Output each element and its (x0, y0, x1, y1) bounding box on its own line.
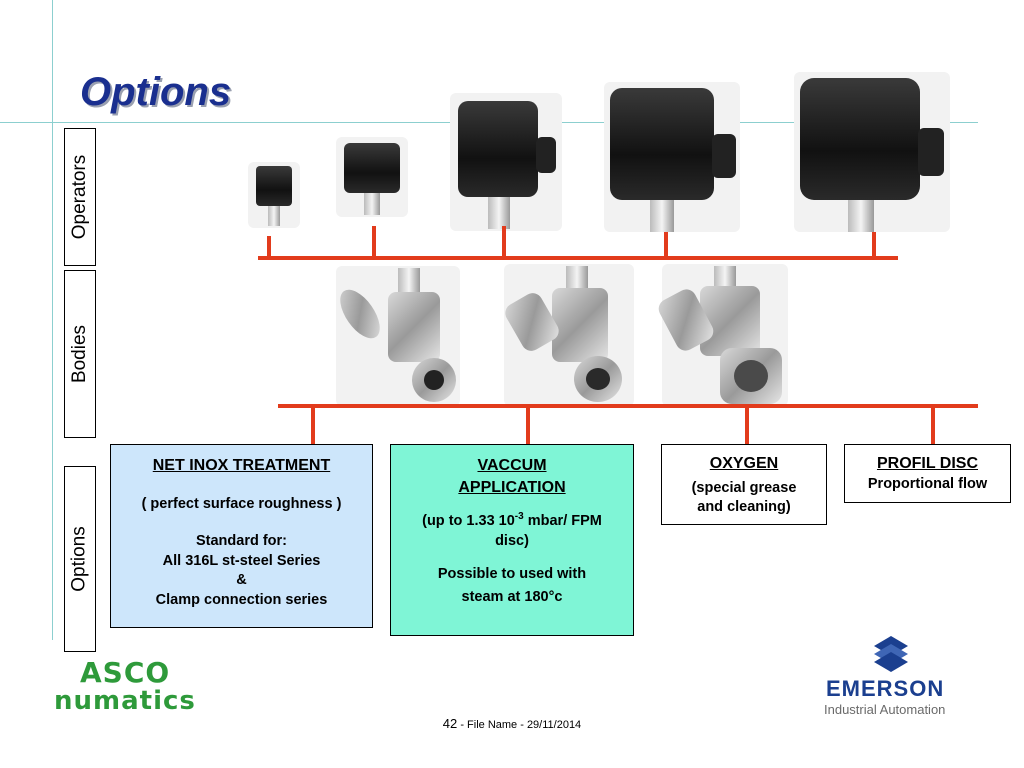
asco-logo-text: ASCO (80, 656, 171, 689)
net-inox-heading: NET INOX TREATMENT (152, 457, 331, 474)
oxygen-line-1: (special grease (691, 479, 797, 496)
body-image-2 (501, 264, 634, 406)
footer-text: - File Name - 29/11/2014 (457, 719, 582, 731)
net-inox-line-2: Standard for: (195, 533, 288, 550)
option-box-profil-disc: PROFIL DISC Proportional flow (844, 444, 1011, 503)
body-image-3 (655, 264, 788, 406)
vaccum-note-line-2: steam at 180°c (461, 588, 563, 605)
option-box-oxygen: OXYGEN (special grease and cleaning) (661, 444, 827, 525)
body-image-1 (332, 266, 460, 406)
vaccum-spec-post: mbar/ FPM (523, 513, 602, 530)
emerson-logo-subtitle: Industrial Automation (824, 702, 946, 717)
net-inox-line-1: ( perfect surface roughness ) (141, 495, 342, 512)
profil-disc-heading: PROFIL DISC (876, 455, 979, 472)
net-inox-line-5: Clamp connection series (155, 591, 328, 608)
profil-disc-line-1: Proportional flow (867, 475, 988, 492)
asco-numatics-logo: ASCO numatics (54, 656, 204, 718)
side-label-operators: Operators (64, 128, 96, 266)
vaccum-spec-exponent: -3 (514, 511, 524, 523)
option-box-net-inox: NET INOX TREATMENT ( perfect surface rou… (110, 444, 373, 628)
side-label-bodies: Bodies (64, 270, 96, 438)
slide-title: Options (80, 70, 232, 114)
footer: 42 - File Name - 29/11/2014 (0, 716, 1024, 731)
side-label-operators-text: Operators (69, 154, 91, 240)
net-inox-line-4: & (236, 572, 247, 589)
operator-image-5 (794, 72, 950, 232)
operator-image-1 (248, 162, 300, 228)
vaccum-spec: (up to 1.33 10-3 mbar/ FPM (391, 510, 633, 531)
vaccum-note-line-1: Possible to used with (437, 566, 587, 583)
side-label-bodies-text: Bodies (69, 324, 91, 384)
oxygen-heading: OXYGEN (709, 455, 779, 472)
operator-image-4 (604, 82, 740, 232)
emerson-logo: EMERSON Industrial Automation (816, 636, 986, 722)
operator-image-2 (336, 137, 408, 217)
guide-line-vertical (52, 0, 53, 640)
vaccum-spec-line-2: disc) (495, 532, 529, 549)
emerson-logo-text: EMERSON (826, 676, 945, 701)
option-box-vaccum: VACCUM APPLICATION (up to 1.33 10-3 mbar… (390, 444, 634, 636)
vaccum-spec-pre: (up to 1.33 10 (422, 513, 515, 530)
operator-image-3 (450, 93, 562, 231)
vaccum-heading-line-1: VACCUM (477, 457, 547, 474)
side-label-options-text: Options (69, 526, 91, 592)
vaccum-heading-line-2: APPLICATION (458, 478, 566, 496)
side-label-options: Options (64, 466, 96, 652)
numatics-logo-text: numatics (54, 686, 196, 716)
page-number: 42 (442, 716, 458, 731)
net-inox-line-3: All 316L st-steel Series (162, 552, 321, 569)
emerson-logo-mark-icon (874, 636, 908, 672)
oxygen-line-2: and cleaning) (697, 499, 791, 516)
